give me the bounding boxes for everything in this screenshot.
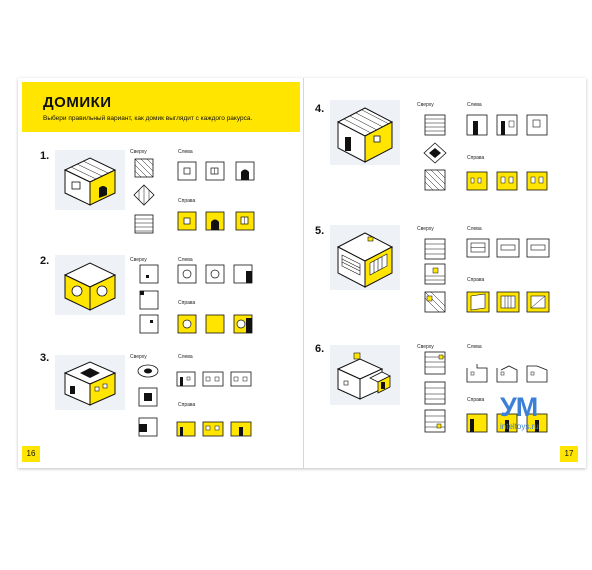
label-right: Справа: [467, 155, 485, 161]
house-illustration-1: [55, 150, 125, 210]
title-banner: [22, 82, 300, 132]
house-illustration-2: [55, 255, 125, 315]
label-right: Справа: [467, 277, 485, 283]
label-top: Сверху: [417, 102, 434, 108]
label-left: Слева: [178, 354, 193, 360]
label-left: Слева: [467, 226, 482, 232]
page-fold: [303, 78, 304, 468]
page-subtitle: Выбери правильный вариант, как домик выг…: [43, 115, 253, 122]
label-right: Справа: [178, 198, 196, 204]
page-number-left: 16: [22, 446, 40, 462]
label-right: Справа: [178, 402, 196, 408]
house-illustration-5: [330, 225, 400, 290]
label-top: Сверху: [130, 257, 147, 263]
label-top: Сверху: [417, 344, 434, 350]
watermark-logo: УМ inteltoys.ru: [500, 392, 560, 440]
task6-options: [424, 351, 548, 433]
task-number: 5.: [315, 225, 325, 237]
page-title: ДОМИКИ: [43, 94, 112, 111]
label-left: Слева: [178, 257, 193, 263]
label-left: Слева: [467, 102, 482, 108]
task1-top-options: [133, 158, 155, 234]
watermark-logo-text: УМ: [500, 392, 538, 422]
task-number: 6.: [315, 343, 325, 355]
task2-options: [139, 264, 253, 334]
task4-options: [423, 114, 548, 191]
task1-side-options: [177, 161, 255, 231]
task-number: 2.: [40, 255, 50, 267]
house-illustration-4: [330, 100, 400, 165]
watermark-site: inteltoys.ru: [500, 422, 539, 431]
house-illustration-3: [55, 355, 125, 410]
page-number-right: 17: [560, 446, 578, 462]
label-right: Справа: [178, 300, 196, 306]
label-top: Сверху: [417, 226, 434, 232]
label-left: Слева: [178, 149, 193, 155]
task-number: 1.: [40, 150, 50, 162]
label-top: Сверху: [130, 354, 147, 360]
label-top: Сверху: [130, 149, 147, 155]
task5-options: [424, 238, 550, 313]
task-number: 3.: [40, 352, 50, 364]
task-number: 4.: [315, 103, 325, 115]
label-right: Справа: [467, 397, 485, 403]
label-left: Слева: [467, 344, 482, 350]
house-illustration-6: [330, 345, 400, 405]
task3-options: [137, 364, 252, 437]
